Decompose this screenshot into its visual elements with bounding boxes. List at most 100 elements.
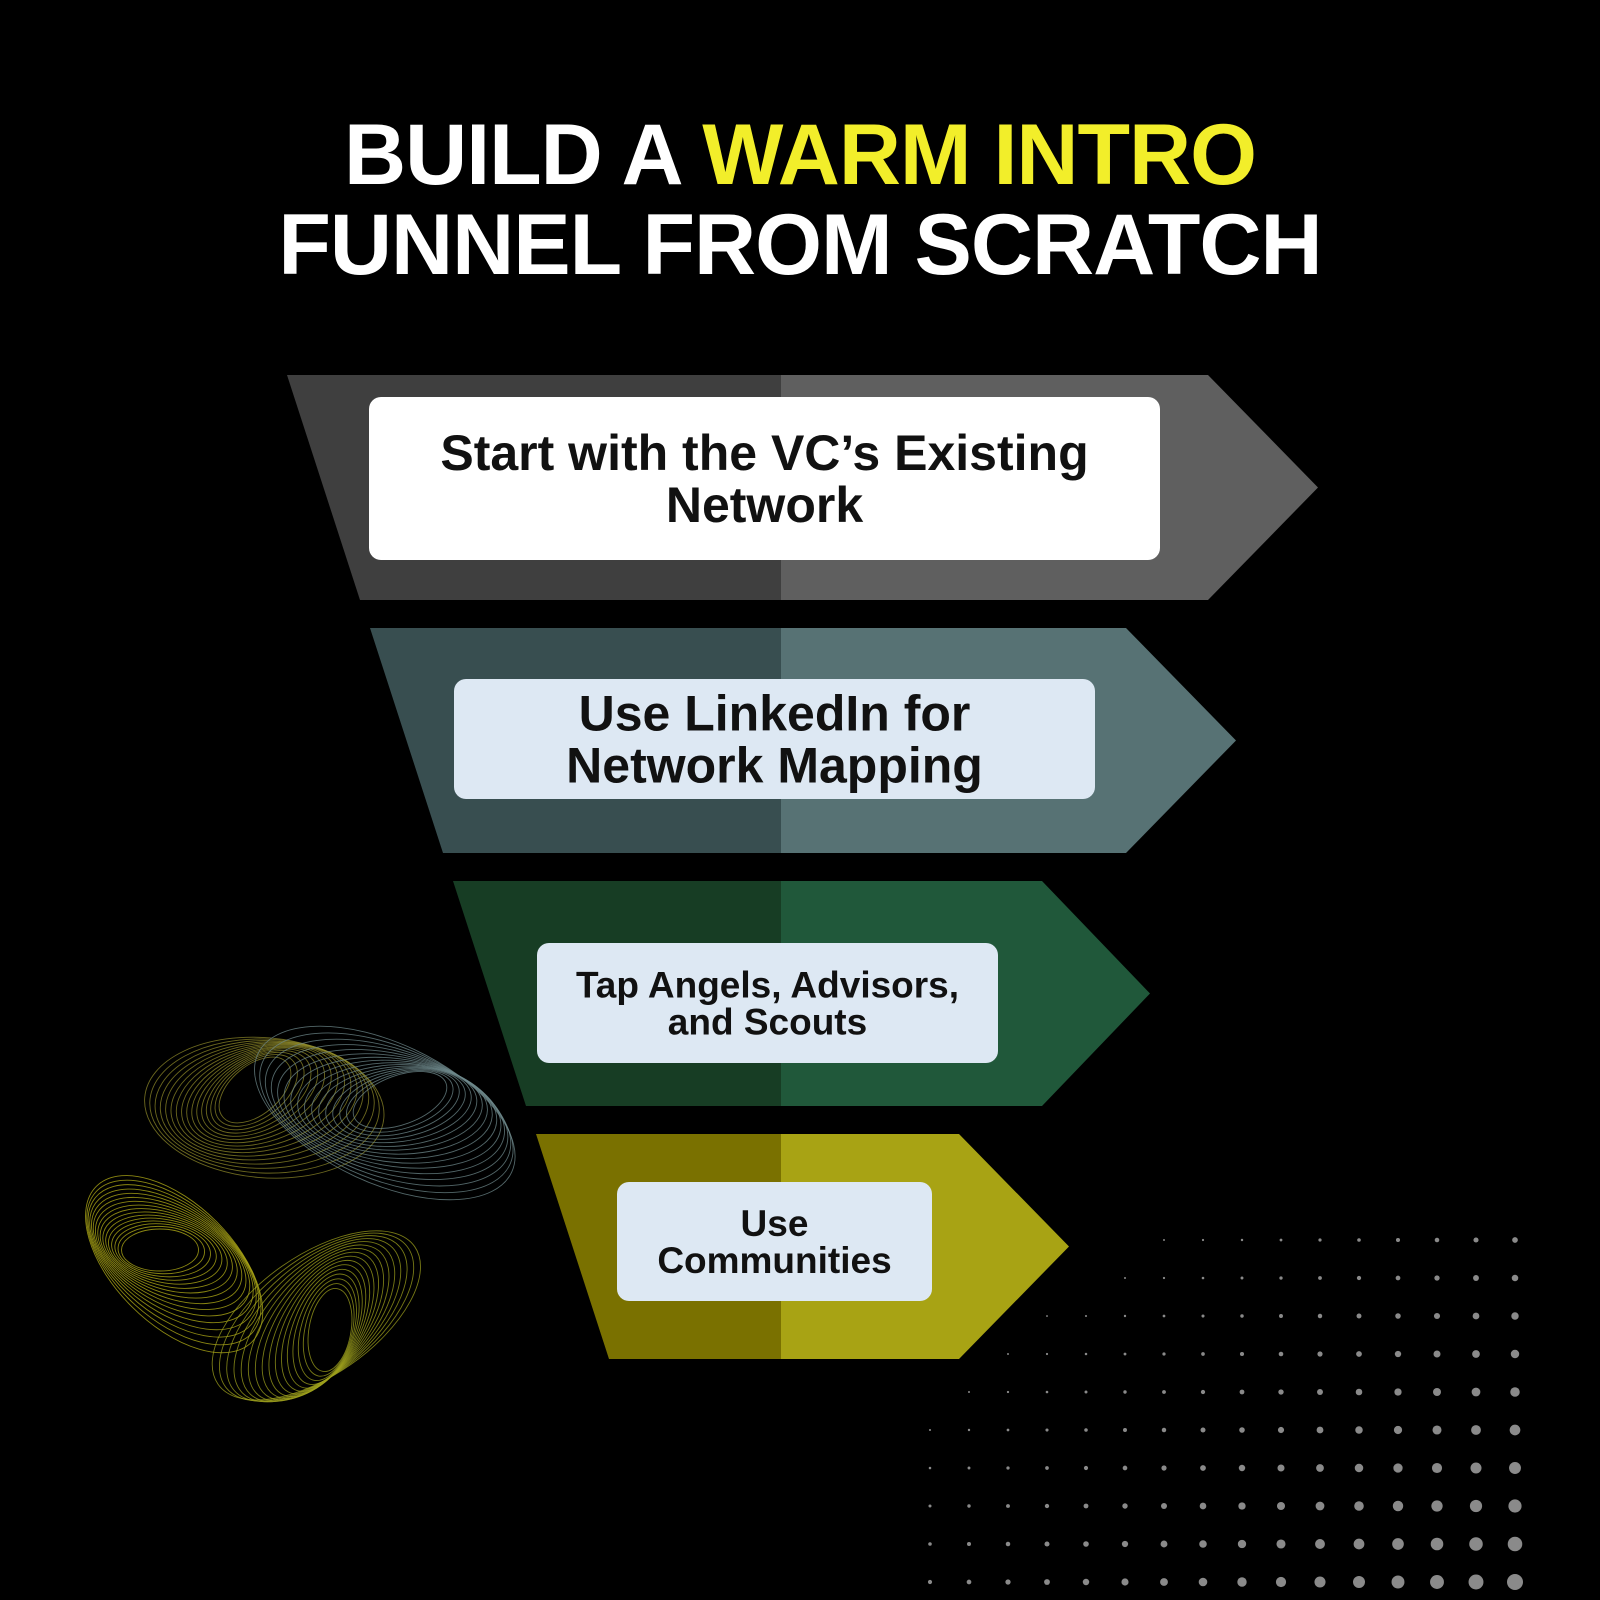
dot — [1433, 1312, 1441, 1320]
dot — [1354, 1501, 1364, 1511]
funnel-step-3: Tap Angels, Advisors,and Scouts — [453, 881, 1150, 1106]
dot — [1239, 1427, 1245, 1433]
swirl-ring — [175, 1043, 352, 1154]
dot — [1240, 1314, 1244, 1318]
swirl-ring — [247, 1244, 390, 1402]
swirl-ring — [196, 1047, 325, 1141]
step-label-box — [617, 1182, 932, 1301]
dot — [1044, 1503, 1050, 1509]
dot — [1161, 1465, 1167, 1471]
dot — [1122, 1503, 1128, 1509]
dot — [1471, 1387, 1481, 1397]
swirl-ring — [181, 1044, 345, 1150]
dot — [1510, 1349, 1520, 1359]
dot — [928, 1504, 932, 1508]
swirl-ring — [352, 1071, 448, 1129]
dot — [1508, 1499, 1522, 1513]
dot — [1123, 1390, 1127, 1394]
dot — [1356, 1313, 1362, 1319]
swirl-ring — [201, 1048, 319, 1137]
swirl-ring — [108, 1217, 223, 1285]
swirl-ring — [254, 1025, 516, 1201]
dot — [1006, 1504, 1010, 1508]
dot — [1201, 1352, 1205, 1356]
dot — [967, 1466, 971, 1470]
step-label-box — [369, 397, 1160, 560]
dot — [1471, 1425, 1481, 1435]
dot — [1084, 1428, 1088, 1432]
dot — [967, 1428, 971, 1432]
swirl-ring — [226, 1235, 408, 1402]
swirl-ring — [297, 1059, 493, 1159]
dot — [928, 1542, 932, 1546]
dot — [1316, 1426, 1324, 1434]
swirl-ring — [302, 1283, 355, 1377]
dot — [1044, 1579, 1050, 1585]
dot — [1394, 1388, 1402, 1396]
swirl-ring — [311, 1064, 483, 1151]
dot — [1084, 1390, 1088, 1394]
dot — [1318, 1238, 1322, 1242]
swirl-ring — [318, 1065, 478, 1147]
swirl-ring — [297, 1278, 357, 1382]
dot — [1276, 1539, 1286, 1549]
dot — [1354, 1463, 1364, 1473]
dot — [1160, 1578, 1168, 1586]
swirl-ring — [307, 1288, 353, 1372]
dot — [1123, 1352, 1127, 1356]
swirl-ring — [92, 1196, 251, 1317]
dot — [1314, 1576, 1326, 1588]
dot — [1161, 1427, 1167, 1433]
dot — [1124, 1277, 1126, 1279]
dot — [1509, 1462, 1521, 1474]
dot — [1163, 1239, 1165, 1241]
dot — [1006, 1466, 1010, 1470]
dot — [1430, 1537, 1444, 1551]
dot — [1353, 1538, 1365, 1550]
dot — [1238, 1502, 1246, 1510]
dot — [1353, 1576, 1365, 1588]
dot — [1162, 1276, 1166, 1280]
dot — [1511, 1312, 1519, 1320]
dot — [1200, 1465, 1206, 1471]
dot — [1509, 1424, 1521, 1436]
step-label-line: Network Mapping — [566, 738, 983, 794]
dot — [1277, 1426, 1285, 1434]
dot — [1123, 1428, 1127, 1432]
step-label-line: Tap Angels, Advisors, — [576, 964, 959, 1005]
dot — [967, 1390, 971, 1394]
swirl-ring — [259, 1032, 514, 1194]
step-label-line: Communities — [657, 1240, 891, 1281]
dot — [1468, 1574, 1484, 1590]
dot — [1005, 1579, 1011, 1585]
dot — [1511, 1274, 1519, 1282]
dot — [1162, 1352, 1166, 1356]
swirl-ring — [205, 1049, 312, 1134]
dot — [1430, 1575, 1444, 1589]
dot — [1240, 1276, 1244, 1280]
dot — [1007, 1353, 1009, 1355]
dot — [1161, 1503, 1167, 1509]
dot — [1046, 1315, 1048, 1317]
swirl-ring — [339, 1068, 460, 1137]
dot — [1278, 1351, 1284, 1357]
dot — [1472, 1312, 1480, 1320]
dot — [1279, 1238, 1283, 1242]
dot — [1199, 1502, 1207, 1510]
dot — [927, 1579, 933, 1585]
dot — [1045, 1428, 1049, 1432]
swirl-ring — [233, 1238, 402, 1403]
dot — [1199, 1540, 1207, 1548]
swirl-ring — [270, 1044, 509, 1181]
dot — [1434, 1275, 1440, 1281]
dot — [1045, 1390, 1049, 1394]
dot — [1238, 1464, 1246, 1472]
swirl-ring — [254, 1247, 385, 1401]
swirl-ring — [149, 1038, 380, 1174]
dot — [1472, 1350, 1480, 1358]
swirl-ring — [154, 1040, 375, 1169]
dot — [1277, 1464, 1285, 1472]
dot — [928, 1466, 932, 1470]
swirl-ring — [191, 1045, 332, 1144]
